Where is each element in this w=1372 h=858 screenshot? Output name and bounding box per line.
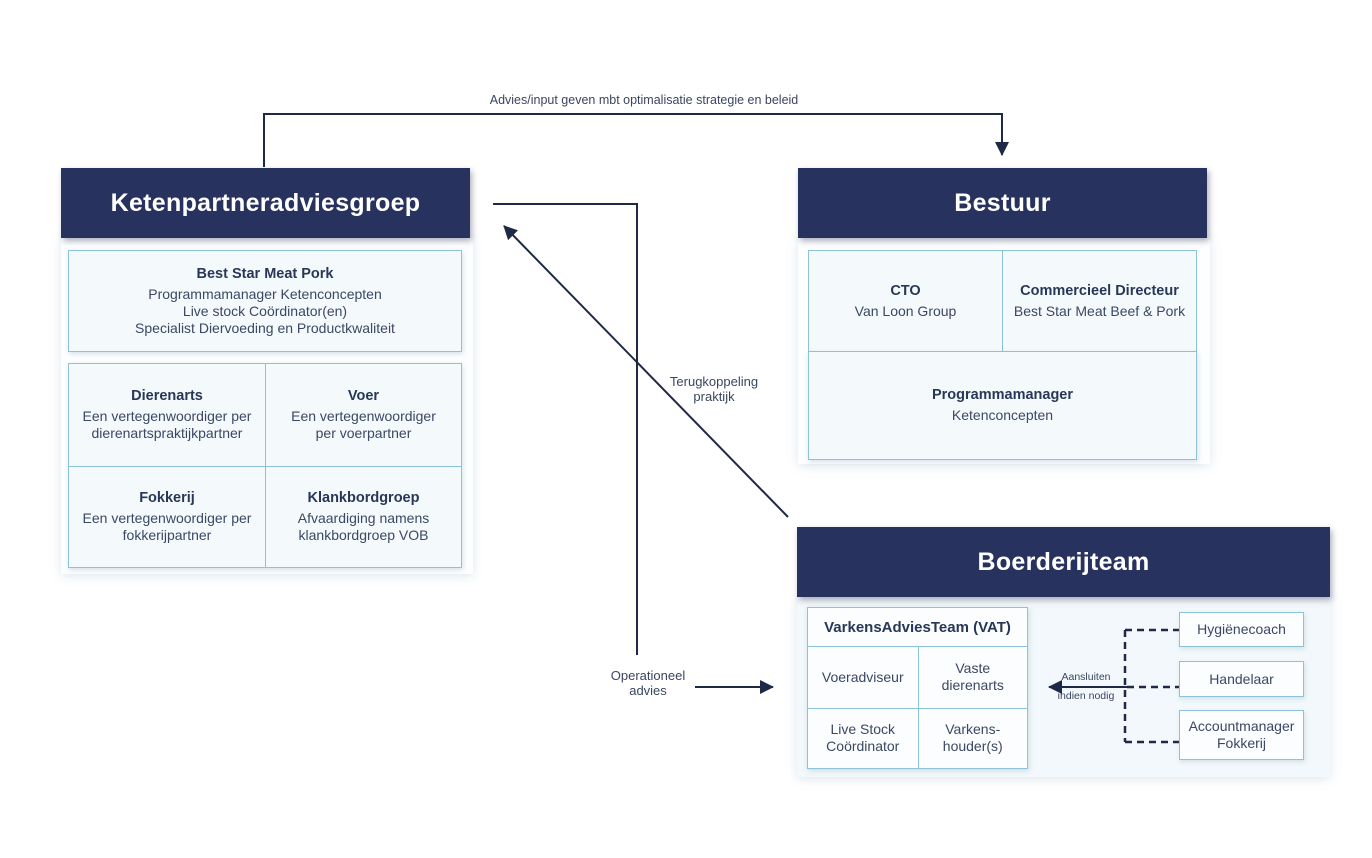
handelaar-label: Handelaar <box>1209 670 1274 687</box>
varkenshouders-line1: Varkens- <box>945 721 1001 738</box>
dierenarts-line2: dierenartspraktijkpartner <box>91 424 243 441</box>
grid-cell-dierenarts: Dierenarts Een vertegenwoordiger per die… <box>69 364 265 466</box>
boerderijteam-title: Boerderijteam <box>977 547 1150 576</box>
ketenpartner-header: Ketenpartneradviesgroep <box>61 168 470 238</box>
voer-line1: Een vertegenwoordiger <box>291 407 436 424</box>
cto-sub: Van Loon Group <box>854 302 957 319</box>
voer-line2: per voerpartner <box>315 424 412 441</box>
label-operationeel-line2: advies <box>629 683 667 698</box>
fokkerij-line1: Een vertegenwoordiger per <box>82 509 252 526</box>
label-advies-input: Advies/input geven mbt optimalisatie str… <box>489 93 799 107</box>
best-star-title: Best Star Meat Pork <box>196 265 334 282</box>
commercieel-sub: Best Star Meat Beef & Pork <box>1013 302 1186 319</box>
accountmanager-line2: Fokkerij <box>1216 735 1266 751</box>
vat-cell-live-stock: Live Stock Coördinator <box>808 707 918 769</box>
fokkerij-title: Fokkerij <box>139 489 195 506</box>
label-terugkoppeling-line1: Terugkoppeling <box>669 374 759 389</box>
varkenshouders-line2: houder(s) <box>942 738 1003 755</box>
label-terugkoppeling-line2: praktijk <box>693 389 735 404</box>
vat-grid: Voeradviseur Vaste dierenarts Live Stock… <box>808 647 1027 768</box>
programmamanager-title: Programmamanager <box>931 387 1074 403</box>
fokkerij-line2: fokkerijpartner <box>122 526 212 543</box>
grid-cell-voer: Voer Een vertegenwoordiger per voerpartn… <box>265 364 461 466</box>
grid-cell-klankbordgroep: Klankbordgroep Afvaardiging namens klank… <box>265 465 461 567</box>
vaste-dierenarts-line1: Vaste <box>955 660 991 677</box>
ketenpartner-grid: Dierenarts Een vertegenwoordiger per die… <box>68 363 462 568</box>
arrow-terugkoppeling <box>503 225 789 518</box>
klankbordgroep-title: Klankbordgroep <box>307 489 420 506</box>
partner-box-handelaar: Handelaar <box>1179 661 1304 697</box>
cto-cell: CTO Van Loon Group <box>808 250 1003 352</box>
label-aansluiten-line1: Aansluiten <box>1061 671 1111 683</box>
programmamanager-cell: Programmamanager Ketenconcepten <box>808 351 1197 460</box>
label-aansluiten-line2: indien nodig <box>1057 690 1115 702</box>
commercieel-directeur-cell: Commercieel Directeur Best Star Meat Bee… <box>1002 250 1197 352</box>
bestuur-header: Bestuur <box>798 168 1207 238</box>
voeradviseur-line1: Voeradviseur <box>821 668 904 685</box>
grid-cell-fokkerij: Fokkerij Een vertegenwoordiger per fokke… <box>69 465 265 568</box>
hygienecoach-label: Hygiënecoach <box>1197 621 1286 637</box>
programmamanager-sub: Ketenconcepten <box>951 407 1054 423</box>
vat-cell-voeradviseur: Voeradviseur <box>808 647 918 708</box>
partner-box-hygienecoach: Hygiënecoach <box>1179 612 1304 647</box>
connector-operationeel-elbow <box>493 203 638 655</box>
arrow-advies-input <box>263 113 1009 167</box>
best-star-meat-pork-cell: Best Star Meat Pork Programmamanager Ket… <box>68 250 462 352</box>
best-star-line1: Programmamanager Ketenconcepten <box>148 285 382 302</box>
bestuur-title: Bestuur <box>954 188 1051 217</box>
dierenarts-title: Dierenarts <box>131 387 203 404</box>
label-operationeel: Operationeel advies <box>611 668 685 698</box>
accountmanager-line1: Accountmanager <box>1188 718 1295 734</box>
vat-table: VarkensAdviesTeam (VAT) Voeradviseur Vas… <box>807 607 1028 769</box>
best-star-line3: Specialist Diervoeding en Productkwalite… <box>135 319 395 336</box>
commercieel-title: Commercieel Directeur <box>1020 282 1179 299</box>
best-star-line2: Live stock Coördinator(en) <box>182 302 348 319</box>
dierenarts-line1: Een vertegenwoordiger per <box>82 407 252 424</box>
klankbordgroep-line1: Afvaardiging namens <box>297 509 430 526</box>
klankbordgroep-line2: klankbordgroep VOB <box>298 526 429 543</box>
vat-cell-vaste-dierenarts: Vaste dierenarts <box>917 647 1028 708</box>
cto-title: CTO <box>890 282 921 299</box>
vat-cell-varkenshouders: Varkens- houder(s) <box>917 707 1027 768</box>
vat-header: VarkensAdviesTeam (VAT) <box>808 608 1027 647</box>
label-terugkoppeling: Terugkoppeling praktijk <box>670 374 758 404</box>
label-operationeel-line1: Operationeel <box>610 668 686 683</box>
voer-title: Voer <box>347 387 380 404</box>
partner-box-accountmanager: Accountmanager Fokkerij <box>1179 710 1304 760</box>
ketenpartner-title: Ketenpartneradviesgroep <box>110 188 421 217</box>
live-stock-line1: Live Stock <box>830 721 896 738</box>
boerderijteam-header: Boerderijteam <box>797 527 1330 597</box>
live-stock-line2: Coördinator <box>826 738 900 755</box>
vaste-dierenarts-line2: dierenarts <box>941 677 1004 694</box>
